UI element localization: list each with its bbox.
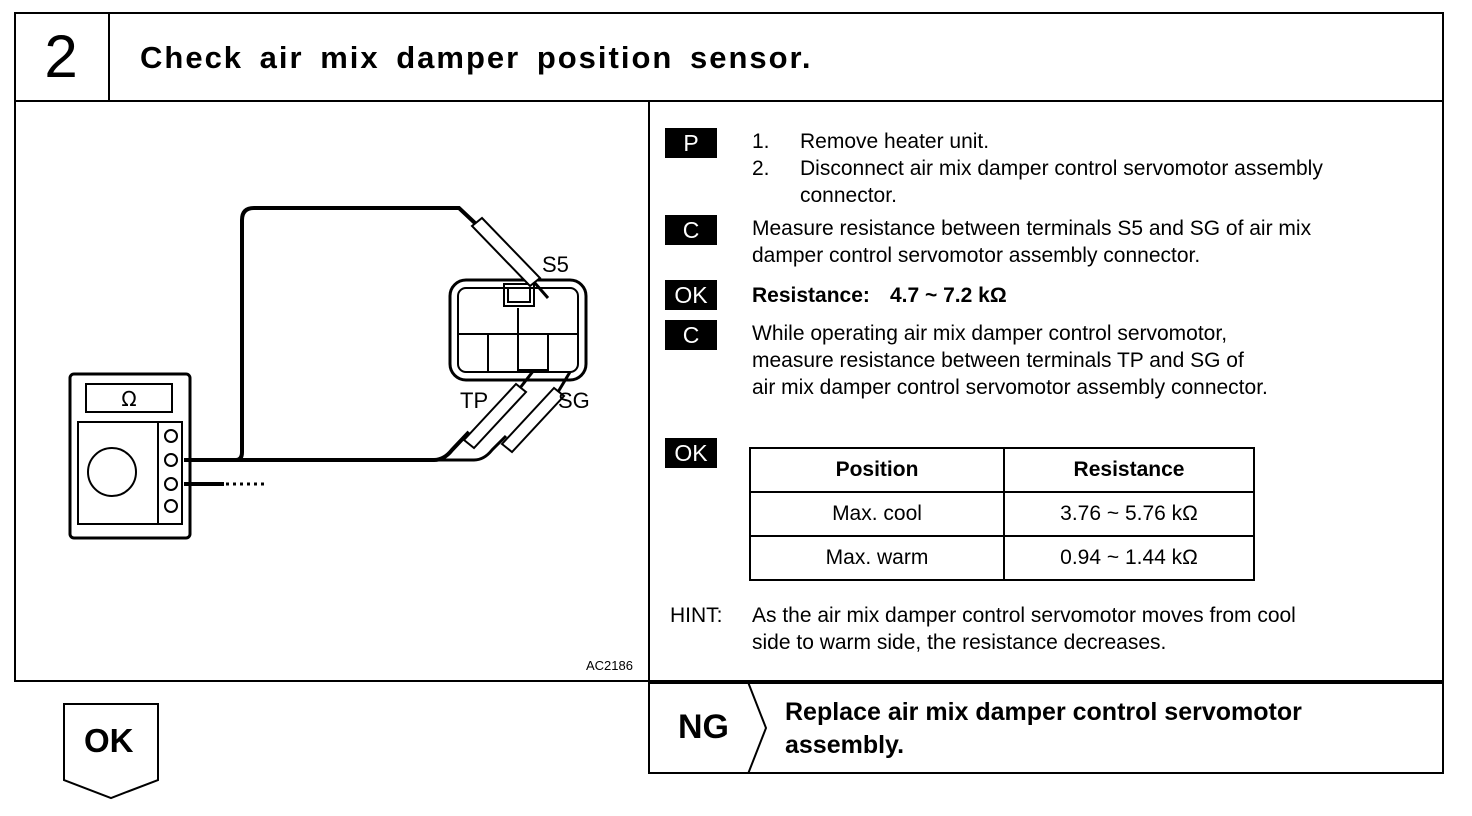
hint-line2: side to warm side, the resistance decrea…	[752, 631, 1167, 654]
page-title: Check air mix damper position sensor.	[140, 40, 813, 75]
hint-label: HINT:	[670, 604, 723, 627]
step1-number: 1.	[752, 130, 770, 153]
ng-arrow-shape	[747, 682, 768, 774]
probe-tp	[462, 369, 536, 450]
table-header-resistance: Resistance	[1003, 447, 1255, 493]
label-tp: TP	[460, 388, 488, 413]
figure-code: AC2186	[586, 658, 633, 673]
ng-action-line2: assembly.	[785, 731, 905, 759]
measure2-line3: air mix damper control servomotor assemb…	[752, 376, 1268, 399]
table-cell-position: Max. cool	[749, 491, 1005, 537]
resistance-value: 4.7 ~ 7.2 kΩ	[890, 284, 1007, 307]
step2-text-line2: connector.	[800, 184, 897, 207]
badge-c-1: C	[665, 215, 717, 245]
connector	[448, 278, 588, 382]
probe-sg	[500, 371, 572, 454]
probe-s5	[470, 216, 550, 299]
badge-c-2: C	[665, 320, 717, 350]
s5-wire	[184, 206, 478, 462]
table-cell-resistance: 3.76 ~ 5.76 kΩ	[1003, 491, 1255, 537]
ok-arrow-shape	[63, 703, 159, 800]
table-header-row: Position Resistance	[749, 447, 1255, 493]
step1-text: Remove heater unit.	[800, 130, 990, 153]
table-row: Max. cool 3.76 ~ 5.76 kΩ	[749, 491, 1255, 537]
table-header-position: Position	[749, 447, 1005, 493]
step-header	[14, 12, 1444, 102]
ok-label: OK	[84, 722, 134, 759]
measure2-line2: measure resistance between terminals TP …	[752, 349, 1244, 372]
hint-line1: As the air mix damper control servomotor…	[752, 604, 1296, 627]
content-frame	[14, 102, 1444, 682]
wiring-diagram: Ω S5 TP SG AC2186	[68, 206, 633, 673]
meter-ohm-symbol: Ω	[121, 387, 136, 411]
resistance-label: Resistance:	[752, 284, 870, 307]
sg-wire-b	[190, 434, 508, 462]
ng-action-line1: Replace air mix damper control servomoto…	[785, 698, 1302, 726]
measure1-line1: Measure resistance between terminals S5 …	[752, 217, 1312, 240]
step2-number: 2.	[752, 157, 770, 180]
measure2-line1: While operating air mix damper control s…	[752, 322, 1228, 345]
table-cell-position: Max. warm	[749, 535, 1005, 581]
resistance-table: Position Resistance Max. cool 3.76 ~ 5.7…	[749, 447, 1255, 581]
label-sg: SG	[558, 388, 590, 413]
ng-label: NG	[678, 708, 729, 746]
badge-ok-1: OK	[665, 280, 717, 310]
table-cell-resistance: 0.94 ~ 1.44 kΩ	[1003, 535, 1255, 581]
label-s5: S5	[542, 252, 569, 277]
multimeter	[68, 372, 192, 540]
ng-result-box	[650, 682, 1444, 774]
column-divider	[648, 102, 650, 774]
badge-p: P	[665, 128, 717, 158]
measure1-line2: damper control servomotor assembly conne…	[752, 244, 1201, 267]
badge-ok-2: OK	[665, 438, 717, 468]
step2-text-line1: Disconnect air mix damper control servom…	[800, 157, 1323, 180]
table-row: Max. warm 0.94 ~ 1.44 kΩ	[749, 535, 1255, 581]
step-number: 2	[14, 12, 110, 102]
tp-wire	[184, 430, 471, 462]
